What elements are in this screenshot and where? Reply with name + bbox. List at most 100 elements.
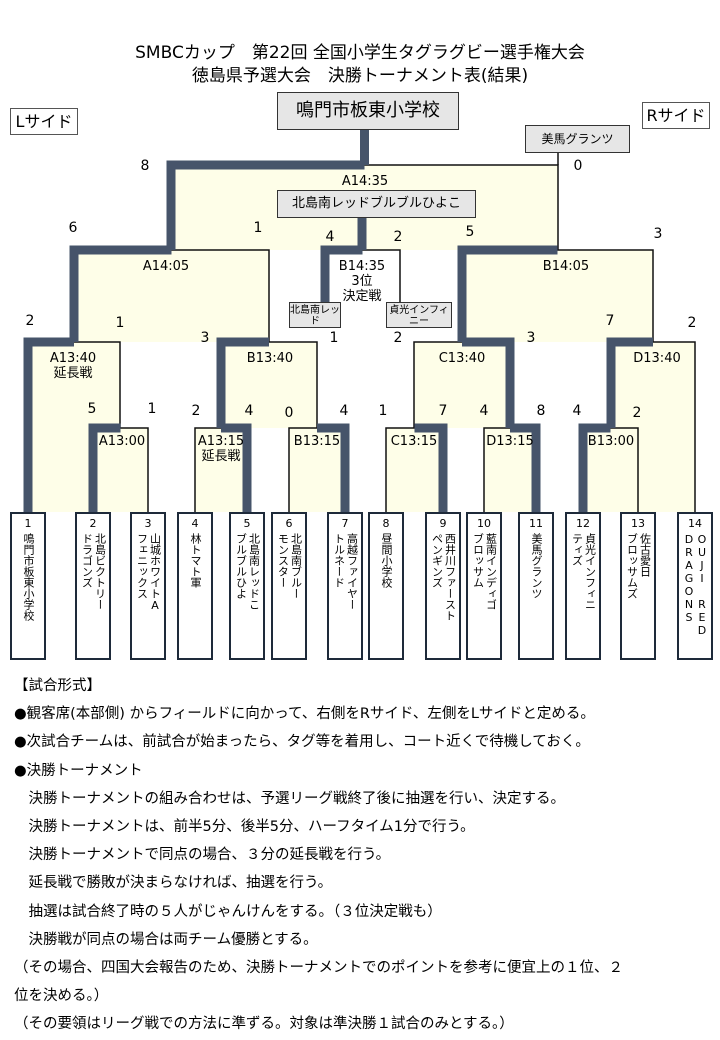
match-field: [325, 250, 400, 302]
match-label-line: C13:15: [390, 434, 438, 449]
winner-path: [23, 337, 74, 512]
team-number: 9: [439, 517, 447, 530]
team-name-column: 北島南レッドこ: [247, 533, 261, 610]
rule-line: （その要領はリーグ戦での方法に準ずる。対象は準決勝１試合のみとする。）: [14, 1016, 514, 1033]
match-label-line: 延長戦: [201, 449, 241, 464]
score-left: 5: [87, 401, 97, 417]
third-match-right-team: 貞光インフィニー: [386, 302, 452, 328]
score-left: 3: [200, 330, 210, 346]
score-right: 7: [438, 403, 448, 419]
rule-line: 決勝トーナメントの組み合わせは、予選リーグ戦終了後に抽選を行い、決定する。: [14, 790, 565, 807]
team-name: 美馬グランツ: [520, 533, 552, 599]
team-name-column: 高越ファイヤー: [345, 533, 359, 610]
match-label-line: A13:00: [98, 434, 146, 449]
team-box: 6 北島南ブルーモンスター: [271, 512, 307, 660]
match-label-final: A14:35: [342, 174, 388, 189]
team-name-column: モンスター: [276, 533, 290, 588]
team-name-column: DRAGONS: [682, 533, 696, 624]
score-right: 3: [653, 226, 663, 242]
winner-path: [216, 337, 269, 428]
team-number: 7: [341, 517, 349, 530]
score-right: 1: [253, 220, 263, 236]
match-label-line: A13:40: [49, 351, 97, 366]
team-name-column: 林トマト軍: [189, 533, 202, 588]
rule-line: ●決勝トーナメント: [14, 762, 143, 779]
score-left: 2: [393, 330, 403, 346]
team-number: 13: [631, 517, 645, 530]
score-left: 5: [465, 224, 475, 240]
bracket-lines: [23, 128, 696, 512]
score-left: 4: [572, 403, 582, 419]
score-left: 2: [25, 313, 35, 329]
team-name-column: トルネード: [332, 533, 346, 588]
rule-line: 位を決める。）: [14, 988, 109, 1005]
match-label-line: B14:35: [338, 259, 386, 274]
rule-line: 抽選は試合終了時の５人がじゃんけんをする。（３位決定戦も）: [14, 903, 442, 920]
winner-path: [462, 337, 515, 428]
score-left: 1: [378, 403, 388, 419]
team-name-column: 北島南ブルー: [289, 533, 303, 599]
team-name-column: OUJI RED: [695, 533, 709, 637]
match-label-sf2: B14:05: [543, 259, 589, 274]
team-name: 西井川ファーストペンギンズ: [427, 533, 459, 621]
team-box: 9 西井川ファーストペンギンズ: [425, 512, 461, 660]
team-box: 7 高越ファイヤートルネード: [327, 512, 363, 660]
rule-line: 決勝トーナメントで同点の場合、３分の延長戦を行う。: [14, 847, 391, 864]
team-name-column: ティズ: [570, 533, 584, 566]
winner-path: [317, 423, 350, 512]
winner-path: [578, 423, 611, 512]
team-name-column: 昼間小学校: [380, 533, 393, 588]
score-right: 1: [329, 330, 339, 346]
team-name-column: 佐古愛日: [638, 533, 652, 577]
team-name-column: フェニックス: [135, 533, 149, 599]
team-name-column: 藍南インディゴ: [484, 533, 498, 610]
score-left: 8: [140, 158, 150, 174]
team-number: 10: [477, 517, 491, 530]
score-left: 7: [605, 313, 615, 329]
match-field: [93, 428, 148, 512]
match-field: [221, 342, 317, 428]
match-label-r1c: B13:15: [294, 434, 340, 449]
team-name: 鳴門市板東小学校: [12, 533, 44, 621]
match-label-r1d: C13:15: [391, 434, 438, 449]
match-field: [195, 428, 247, 512]
team-number: 6: [285, 517, 293, 530]
match-label-line: D13:40: [633, 351, 681, 366]
winner-path: [510, 423, 541, 512]
team-box: 10 藍南インディゴブロッサム: [466, 512, 502, 660]
match-label-qf4: D13:40: [633, 351, 680, 366]
winner-path: [457, 245, 558, 342]
rule-line: ●次試合チームは、前試合が始まったら、タグ等を着用し、コート近くで待機しておく。: [14, 734, 590, 751]
team-name-column: ブロッサムズ: [625, 533, 639, 599]
team-name-column: ブロッサム: [471, 533, 485, 588]
score-left: 2: [191, 403, 201, 419]
match-label-qf2: B13:40: [247, 351, 293, 366]
team-name: 北島南レッドこブルブルひよ: [231, 533, 263, 610]
match-label-sf1: A14:05: [143, 259, 189, 274]
team-name: 林トマト軍: [179, 533, 211, 588]
score-left: 0: [284, 405, 294, 421]
match-label-line: C13:40: [438, 351, 486, 366]
team-name-column: 北島ビクトリー: [93, 533, 107, 610]
score-right: 4: [339, 403, 349, 419]
team-name-column: 貞光インフィニ: [583, 533, 597, 610]
match-field: [484, 428, 536, 512]
score-right: 1: [147, 401, 157, 417]
champion-box: 鳴門市板東小学校: [277, 92, 459, 130]
rule-line: 決勝トーナメントは、前半5分、後半5分、ハーフタイム1分で行う。: [14, 819, 475, 836]
rule-line: 決勝戦が同点の場合は両チーム優勝とする。: [14, 931, 318, 948]
team-name-column: 美馬グランツ: [530, 533, 543, 599]
match-field: [414, 342, 510, 428]
match-field: [289, 428, 345, 512]
left-side-label: Lサイド: [10, 108, 78, 135]
score-right: 1: [115, 315, 125, 331]
team-name-column: ブルブルひよ: [234, 533, 248, 599]
winner-path: [88, 423, 121, 512]
